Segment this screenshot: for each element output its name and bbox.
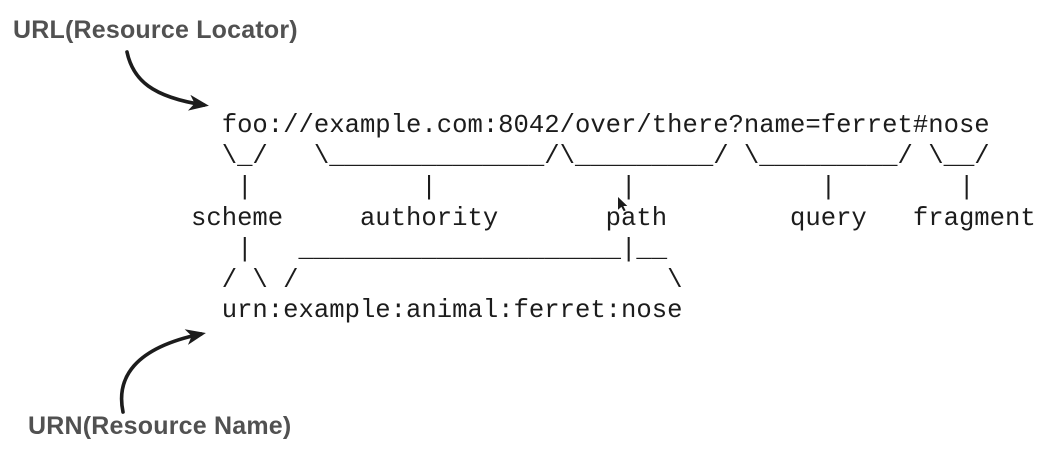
urn-arrow-icon xyxy=(119,329,206,414)
urn-label: URN(Resource Name) xyxy=(28,412,292,440)
url-label: URL(Resource Locator) xyxy=(13,16,298,44)
url-arrow-icon xyxy=(125,50,209,111)
uri-ascii-diagram: foo://example.com:8042/over/there?name=f… xyxy=(191,111,1036,326)
